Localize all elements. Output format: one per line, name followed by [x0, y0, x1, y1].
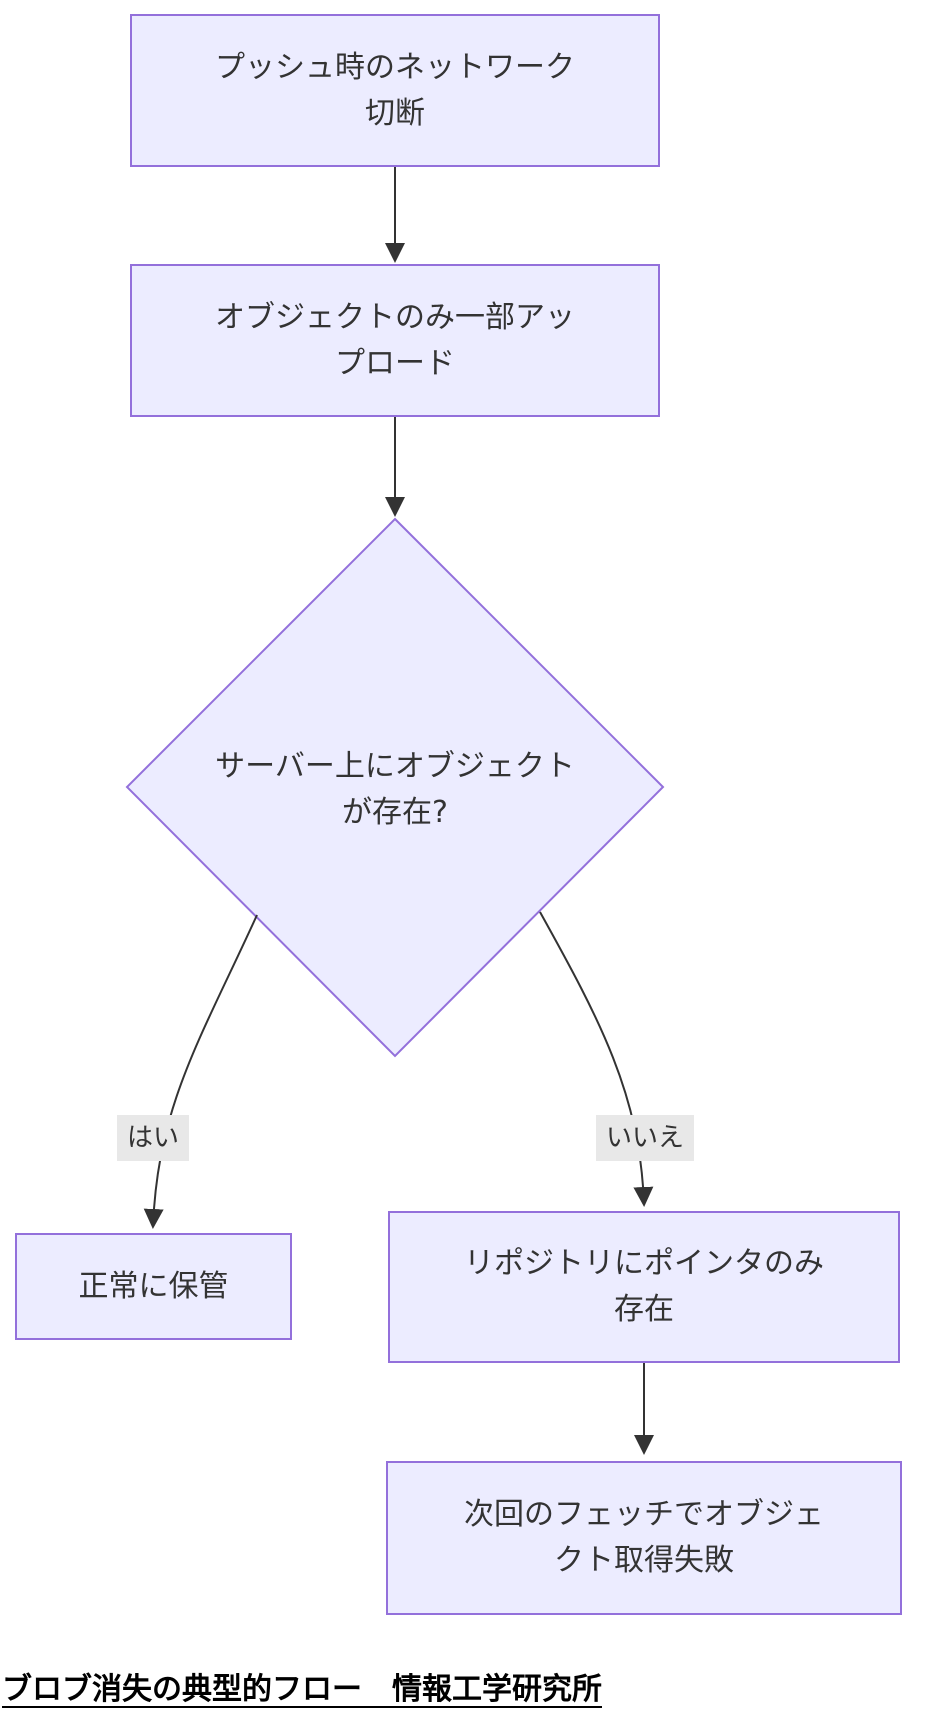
node-push-disconnect-label: プッシュ時のネットワーク 切断	[215, 49, 575, 131]
node-partial-upload: オブジェクトのみ一部アッ プロード	[130, 264, 660, 417]
node-push-disconnect: プッシュ時のネットワーク 切断	[130, 14, 660, 167]
node-pointer-only: リポジトリにポインタのみ 存在	[388, 1211, 900, 1363]
node-pointer-only-label: リポジトリにポインタのみ 存在	[464, 1246, 824, 1327]
edge-decision-yes-to-stored	[143, 914, 258, 1229]
node-stored-ok-label: 正常に保管	[78, 1268, 229, 1304]
edge-label-no: いいえ	[595, 1115, 695, 1161]
edge-label-yes: はい	[116, 1115, 190, 1161]
edge-decision-no-to-pointer	[539, 911, 654, 1207]
node-stored-ok: 正常に保管	[15, 1233, 292, 1340]
diagram-caption: ブロブ消失の典型的フロー 情報工学研究所	[2, 1672, 602, 1707]
node-fetch-fail: 次回のフェッチでオブジェ クト取得失敗	[386, 1461, 902, 1615]
node-fetch-fail-label: 次回のフェッチでオブジェ クト取得失敗	[464, 1497, 824, 1578]
decision-object-exists-label: サーバー上にオブジェクト が存在?	[215, 749, 575, 830]
decision-diamond-shape	[125, 517, 665, 1058]
node-partial-upload-label: オブジェクトのみ一部アッ プロード	[215, 299, 575, 381]
